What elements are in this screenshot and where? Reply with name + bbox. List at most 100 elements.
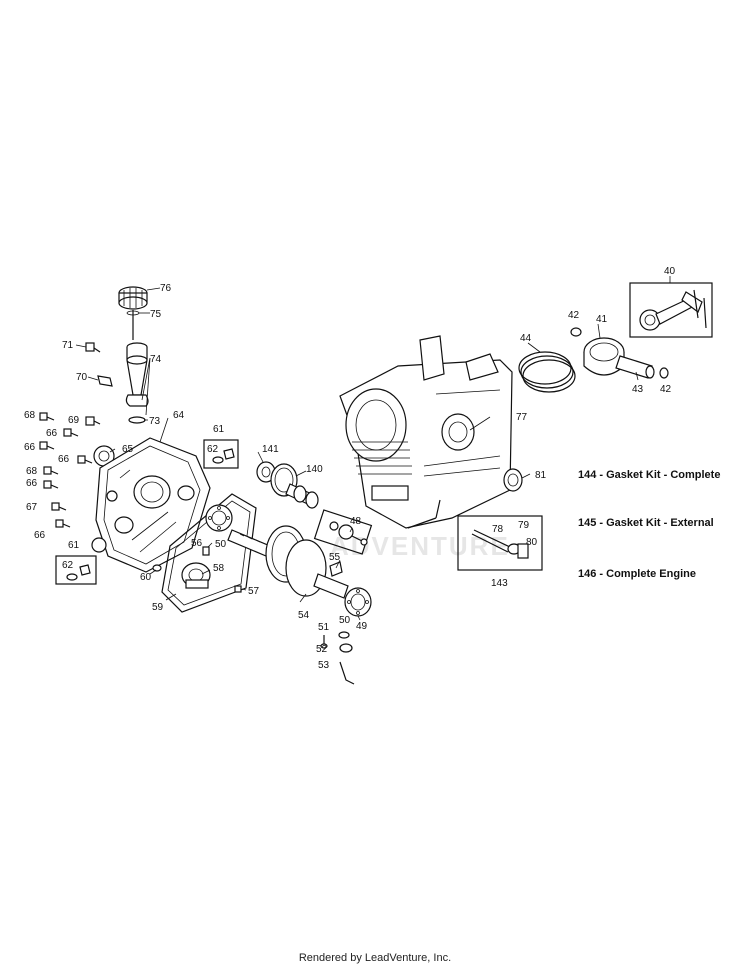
label-49: 49 bbox=[356, 621, 368, 632]
label-65: 65 bbox=[122, 444, 134, 455]
kit-legend: 144 - Gasket Kit - Complete 145 - Gasket… bbox=[578, 469, 720, 580]
bolt-66a-part[interactable] bbox=[63, 428, 79, 437]
bearing-49-part[interactable] bbox=[344, 587, 372, 617]
label-62b: 62 bbox=[62, 560, 74, 571]
footer-credit: Rendered by LeadVenture, Inc. bbox=[298, 952, 452, 964]
label-141: 141 bbox=[262, 444, 279, 455]
label-76: 76 bbox=[160, 283, 172, 294]
label-41: 41 bbox=[596, 314, 608, 325]
crankshaft-part[interactable] bbox=[227, 525, 349, 599]
oring-60-part[interactable] bbox=[152, 564, 162, 572]
dowel-pin-56-part[interactable] bbox=[202, 546, 210, 556]
label-62a: 62 bbox=[207, 444, 219, 455]
label-66c: 66 bbox=[58, 454, 70, 465]
bolt-66d-part[interactable] bbox=[43, 480, 59, 489]
label-54: 54 bbox=[298, 610, 310, 621]
label-56: 56 bbox=[191, 538, 203, 549]
label-64: 64 bbox=[173, 410, 185, 421]
piston-rings-part[interactable] bbox=[518, 351, 576, 393]
leader-lines bbox=[75, 276, 671, 621]
governor-gear-58-part[interactable] bbox=[181, 562, 211, 589]
label-43: 43 bbox=[632, 384, 644, 395]
governor-arm-53-part[interactable] bbox=[339, 661, 355, 685]
label-55: 55 bbox=[329, 552, 341, 563]
label-66e: 66 bbox=[34, 530, 46, 541]
label-70: 70 bbox=[76, 372, 88, 383]
oil-filler-tube-part[interactable] bbox=[125, 342, 149, 407]
label-59: 59 bbox=[152, 602, 164, 613]
bolt-69-part[interactable] bbox=[85, 416, 101, 426]
label-67: 67 bbox=[26, 502, 38, 513]
label-44: 44 bbox=[520, 333, 532, 344]
legend-item-144: 144 - Gasket Kit - Complete bbox=[578, 469, 720, 481]
clip-42b-part[interactable] bbox=[659, 367, 669, 379]
label-40: 40 bbox=[664, 266, 676, 277]
label-53: 53 bbox=[318, 660, 330, 671]
pin-51-part[interactable] bbox=[320, 635, 328, 649]
label-75: 75 bbox=[150, 309, 162, 320]
bolt-68b-part[interactable] bbox=[43, 466, 59, 475]
label-140: 140 bbox=[306, 464, 323, 475]
dipstick-cap-part[interactable] bbox=[118, 286, 148, 310]
valve-box[interactable] bbox=[457, 515, 543, 571]
bolt-66c-part[interactable] bbox=[77, 455, 93, 464]
crank-gear-55-part[interactable] bbox=[329, 561, 343, 577]
label-66d: 66 bbox=[26, 478, 38, 489]
label-42a: 42 bbox=[568, 310, 580, 321]
part-labels: 40 41 42 42 43 44 48 49 50 50 51 52 53 5… bbox=[24, 266, 676, 671]
clip-70-part[interactable] bbox=[97, 375, 113, 387]
governor-assembly-48-part[interactable] bbox=[313, 509, 373, 555]
crankcase-gasket-part[interactable] bbox=[161, 493, 257, 613]
piston-part[interactable] bbox=[583, 337, 625, 376]
bearing-50a-part[interactable] bbox=[205, 504, 233, 532]
label-48: 48 bbox=[350, 516, 362, 527]
piston-pin-part[interactable] bbox=[615, 355, 655, 379]
label-57: 57 bbox=[248, 586, 260, 597]
washer-52-part[interactable] bbox=[339, 643, 353, 653]
label-42b: 42 bbox=[660, 384, 672, 395]
label-60: 60 bbox=[140, 572, 152, 583]
clip-42a-part[interactable] bbox=[570, 327, 582, 337]
label-58: 58 bbox=[213, 563, 225, 574]
bolt-71-part[interactable] bbox=[85, 342, 101, 353]
filler-oring-part[interactable] bbox=[128, 416, 146, 424]
label-50a: 50 bbox=[215, 539, 227, 550]
cylinder-block-part[interactable] bbox=[339, 335, 513, 529]
bolt-67-part[interactable] bbox=[51, 502, 67, 511]
label-143: 143 bbox=[491, 578, 508, 589]
label-68a: 68 bbox=[24, 410, 36, 421]
connecting-rod-box[interactable] bbox=[629, 282, 713, 338]
oil-sensor-box-61a[interactable] bbox=[203, 439, 239, 469]
label-79: 79 bbox=[518, 520, 530, 531]
legend-item-146: 146 - Complete Engine bbox=[578, 568, 696, 580]
label-81: 81 bbox=[535, 470, 547, 481]
bolt-66e-part[interactable] bbox=[55, 519, 71, 528]
label-69: 69 bbox=[68, 415, 80, 426]
camshaft-140-part[interactable] bbox=[270, 463, 319, 509]
watermark-text: ADVENTURE bbox=[330, 531, 510, 561]
drain-plug-part[interactable] bbox=[91, 537, 107, 553]
label-52: 52 bbox=[316, 644, 328, 655]
bolt-66b-part[interactable] bbox=[39, 441, 55, 450]
label-66a: 66 bbox=[46, 428, 58, 439]
oil-seal-81-part[interactable] bbox=[503, 468, 523, 492]
oil-sensor-box-61b[interactable] bbox=[55, 555, 97, 585]
label-66b: 66 bbox=[24, 442, 36, 453]
label-77: 77 bbox=[516, 412, 528, 423]
crankcase-cover-part[interactable] bbox=[95, 437, 211, 573]
legend-item-145: 145 - Gasket Kit - External bbox=[578, 517, 714, 529]
bolt-68a-part[interactable] bbox=[39, 412, 55, 421]
dowel-pin-57-part[interactable] bbox=[234, 585, 242, 593]
dipstick-rod-part[interactable] bbox=[126, 310, 140, 340]
label-80: 80 bbox=[526, 537, 538, 548]
label-51: 51 bbox=[318, 622, 330, 633]
label-50b: 50 bbox=[339, 615, 351, 626]
label-73: 73 bbox=[149, 416, 161, 427]
label-61a: 61 bbox=[213, 424, 225, 435]
washer-50b-part[interactable] bbox=[338, 631, 350, 639]
label-68b: 68 bbox=[26, 466, 38, 477]
label-71: 71 bbox=[62, 340, 74, 351]
label-74: 74 bbox=[150, 354, 162, 365]
